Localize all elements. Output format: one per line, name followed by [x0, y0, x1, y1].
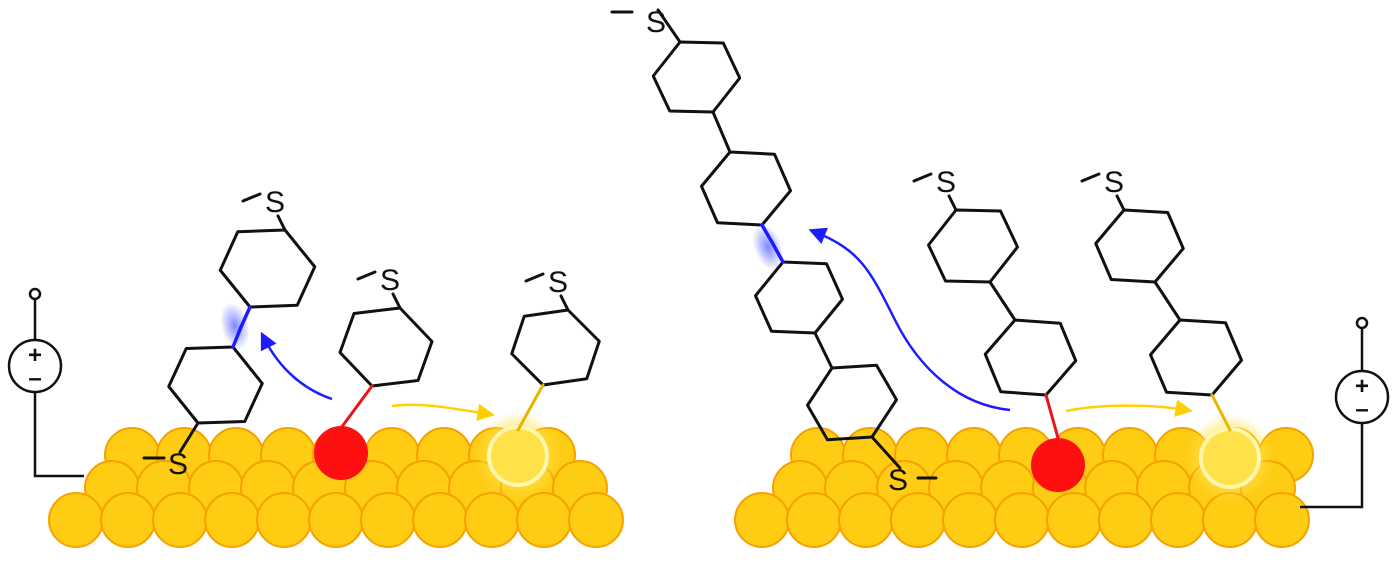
glowing-gold-atom — [1199, 427, 1261, 489]
gold-atom — [516, 492, 572, 548]
right-panel: S S S S — [610, 6, 1314, 548]
bond — [870, 435, 902, 470]
methyl-bond — [1080, 172, 1101, 183]
gold-atom — [1150, 492, 1206, 548]
inter-ring-bond — [1153, 280, 1182, 322]
biphenyl-ring-upper-red — [927, 208, 1019, 284]
plus-sign: + — [1355, 373, 1369, 400]
sulfur-label: S — [936, 166, 956, 199]
gold-atom — [412, 492, 468, 548]
gold-atom — [204, 492, 260, 548]
blue-arrow — [808, 227, 1011, 412]
methyl-bond — [912, 172, 933, 183]
gold-atom — [890, 492, 946, 548]
glowing-gold-atom — [487, 425, 549, 487]
gold-atom — [100, 492, 156, 548]
phenyl-ring-yellow — [510, 308, 601, 387]
yellow-bond — [516, 383, 545, 432]
gold-atom — [942, 492, 998, 548]
inter-ring-bond — [988, 280, 1017, 322]
terphenyl-ring-mid — [700, 150, 792, 227]
wire — [1300, 423, 1364, 509]
red-adatom — [314, 426, 368, 480]
inter-ring-bond — [711, 110, 732, 154]
red-adatom — [1031, 438, 1085, 492]
right-molecules: S S S S — [610, 6, 1243, 497]
gold-atom — [734, 492, 790, 548]
gold-atom — [464, 492, 520, 548]
gold-atom — [152, 492, 208, 548]
sulfur-label: S — [168, 448, 188, 481]
gold-atom — [568, 492, 624, 548]
terminal-node — [1355, 316, 1369, 330]
sulfur-label: S — [265, 186, 285, 219]
terminal-node — [28, 287, 42, 301]
gold-atom — [1098, 492, 1154, 548]
biphenyl-ring-upper-yellow — [1094, 208, 1185, 284]
biphenyl-ring-lower-red — [983, 318, 1078, 397]
gold-atom — [360, 492, 416, 548]
sulfur-label: S — [1104, 166, 1124, 199]
left-molecules: S S S S — [142, 186, 601, 481]
gold-atom — [1254, 492, 1310, 548]
gold-atom — [838, 492, 894, 548]
right-overlay — [752, 223, 1274, 502]
gold-atom — [308, 492, 364, 548]
left-panel: S S S S — [48, 186, 624, 548]
biphenyl-ring-lower-yellow — [1149, 318, 1243, 397]
red-bond — [1044, 393, 1060, 440]
terphenyl-ring-top — [651, 40, 742, 114]
blue-glow — [220, 302, 250, 350]
methyl-bond — [356, 270, 377, 281]
yellow-arrow — [391, 403, 495, 422]
gold-atom — [1046, 492, 1102, 548]
gold-atom — [994, 492, 1050, 548]
terphenyl-ring-anchor — [806, 363, 898, 442]
gold-atom — [256, 492, 312, 548]
left-overlay — [220, 302, 562, 500]
bond — [947, 194, 958, 212]
bond — [656, 8, 682, 44]
external-circuits: +–+– — [7, 287, 1390, 509]
bond — [178, 421, 200, 454]
sulfur-label: S — [646, 6, 666, 39]
sulfur-label: S — [380, 264, 400, 297]
plus-sign: + — [28, 342, 42, 369]
blue-arrow — [260, 331, 333, 401]
gold-atom — [48, 492, 104, 548]
bond — [276, 214, 287, 232]
bond — [391, 292, 402, 310]
blue-glow — [752, 223, 784, 271]
yellow-arrow — [1065, 399, 1193, 417]
terphenyl-ring-low — [754, 260, 844, 335]
blue-bond — [239, 305, 252, 329]
blue-bond — [760, 223, 775, 246]
sulfur-label: S — [888, 464, 908, 497]
gold-atom — [786, 492, 842, 548]
yellow-bond — [1210, 393, 1232, 432]
minus-sign: – — [1355, 396, 1368, 423]
red-bond — [339, 384, 374, 430]
phenyl-ring-lower — [167, 345, 264, 425]
methyl-bond — [241, 192, 262, 203]
bond — [559, 294, 570, 312]
phenyl-ring-red — [338, 306, 434, 388]
minus-sign: – — [28, 365, 41, 392]
bond — [1115, 194, 1126, 212]
blue-bond — [771, 242, 785, 264]
wire — [33, 392, 84, 478]
blue-bond — [231, 325, 243, 349]
sulfur-label: S — [548, 266, 568, 299]
phenyl-ring-upper — [218, 228, 317, 309]
inter-ring-bond — [813, 331, 834, 370]
methyl-bond — [524, 272, 545, 283]
